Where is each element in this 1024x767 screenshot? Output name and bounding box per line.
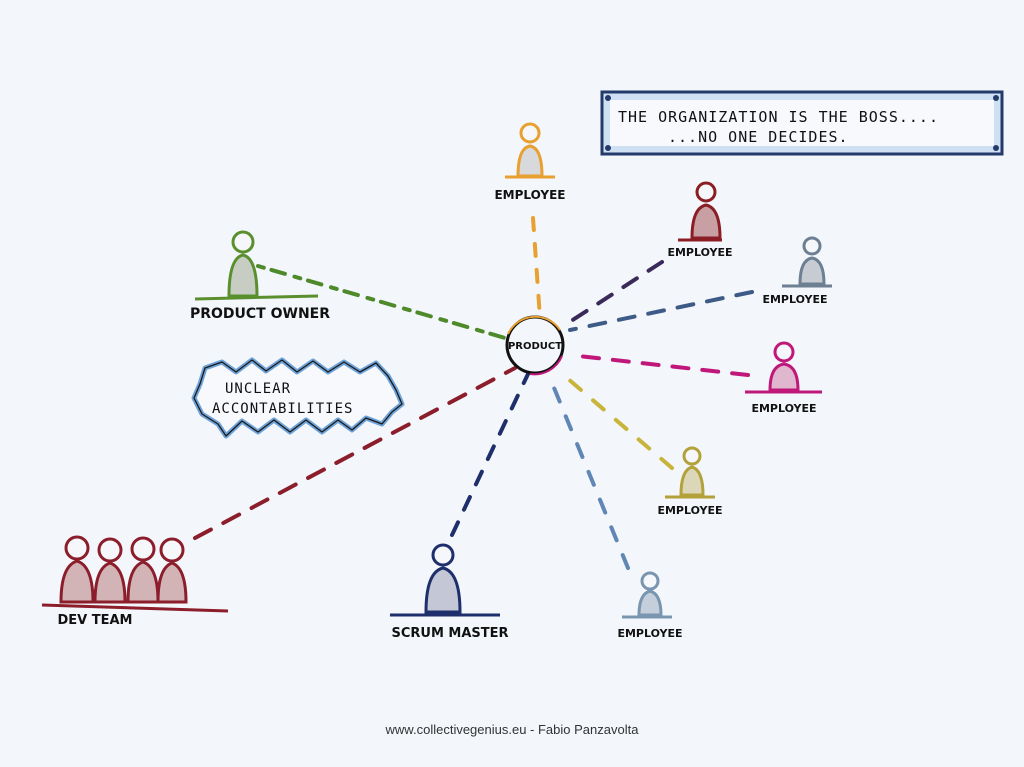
employee-darkred-label: EMPLOYEE — [667, 246, 732, 259]
connector-employee-magenta — [568, 353, 750, 377]
connectors — [193, 216, 754, 570]
employee-darkred-figure: EMPLOYEE — [667, 181, 733, 259]
product-node: PRODUCT — [505, 315, 565, 376]
employee-grey-label: EMPLOYEE — [762, 293, 827, 306]
scrum-master-label: SCRUM MASTER — [391, 626, 508, 641]
employee-magenta-figure: EMPLOYEE — [745, 341, 822, 415]
connector-employee-slate — [548, 376, 630, 570]
product-label: PRODUCT — [508, 341, 562, 352]
connector-employee-darkred — [563, 260, 664, 327]
product-owner-label: PRODUCT OWNER — [190, 306, 330, 322]
employee-olive-figure: EMPLOYEE — [657, 446, 723, 517]
footer-credit: www.collectivegenius.eu - Fabio Panzavol… — [385, 722, 639, 737]
dev-team-member — [59, 535, 95, 604]
employee-slate-figure: EMPLOYEE — [617, 571, 683, 640]
cloud-line-2: ACCONTABILITIES — [212, 401, 353, 417]
connector-dev-team — [193, 366, 517, 540]
statement-note: THE ORGANIZATION IS THE BOSS.... ...NO O… — [600, 90, 1004, 156]
employee-olive-label: EMPLOYEE — [657, 504, 722, 517]
connector-employee-olive — [558, 370, 674, 470]
employee-top-figure: EMPLOYEE — [494, 122, 566, 202]
employee-magenta-label: EMPLOYEE — [751, 402, 816, 415]
cloud-line-1: UNCLEAR — [225, 381, 291, 397]
dev-team-member — [156, 537, 188, 604]
employee-top-label: EMPLOYEE — [494, 188, 565, 202]
scrum-master-figure: SCRUM MASTER — [390, 543, 509, 641]
note-line-2: ...NO ONE DECIDES. — [668, 128, 849, 146]
connector-scrum-master — [450, 372, 530, 537]
dev-team-member — [126, 536, 160, 604]
employee-grey-figure: EMPLOYEE — [762, 236, 832, 306]
connector-employee-top — [531, 216, 542, 320]
employee-slate-label: EMPLOYEE — [617, 627, 682, 640]
dev-team-label: DEV TEAM — [57, 613, 132, 628]
connector-product-owner — [256, 264, 507, 340]
connector-employee-grey — [568, 290, 754, 332]
unclear-cloud: UNCLEAR ACCONTABILITIES — [191, 357, 405, 439]
note-line-1: THE ORGANIZATION IS THE BOSS.... — [618, 108, 939, 126]
product-owner-figure: PRODUCT OWNER — [190, 230, 330, 322]
dev-team-member — [93, 537, 127, 604]
dev-team-figure: DEV TEAM — [41, 535, 229, 628]
